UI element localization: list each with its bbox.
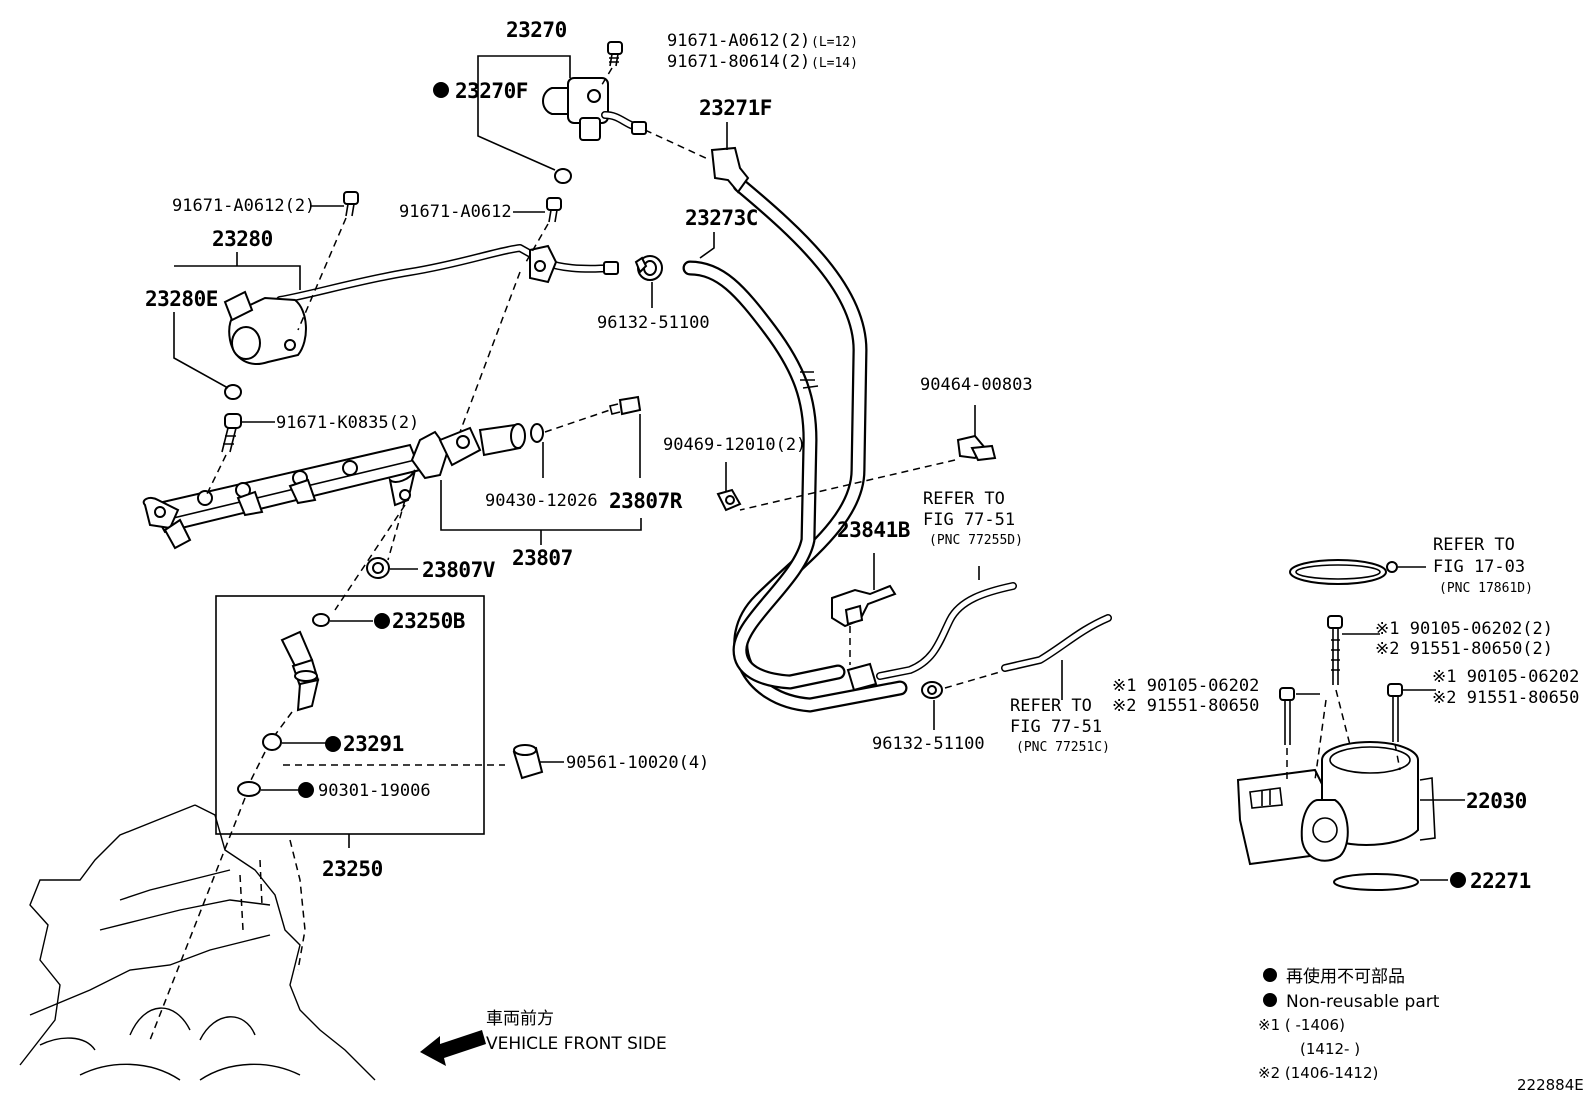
insulator-23291 (262, 733, 282, 751)
legend-non-reusable-en: Non-reusable part (1286, 992, 1440, 1012)
label-l12: (L=12) (811, 35, 858, 50)
o-ring-90301-19006 (237, 781, 261, 797)
label-91671-k0835-2: 91671-K0835(2) (276, 413, 419, 433)
label-refer3-c: (PNC 77251C) (1016, 740, 1110, 755)
label-96132-51100-top: 96132-51100 (597, 313, 710, 333)
legend-note1-b: (1412- ) (1300, 1040, 1360, 1058)
clamp-90469-12010 (716, 488, 742, 512)
bolt-91671-a0612-top (607, 41, 623, 67)
label-23271f: 23271F (699, 96, 772, 120)
label-23270f: 23270F (455, 79, 528, 103)
gasket-22271 (1333, 873, 1419, 891)
label-23291: 23291 (343, 732, 404, 756)
label-91551-80650-left: ※2 91551-80650 (1112, 696, 1259, 716)
label-refer1-a: REFER TO (923, 489, 1005, 509)
direction-en: VEHICLE FRONT SIDE (486, 1034, 667, 1054)
label-90105-06202-left: ※1 90105-06202 (1112, 676, 1259, 696)
direction-jp: 車両前方 (486, 1009, 554, 1029)
label-90105-06202-2: ※1 90105-06202(2) (1375, 619, 1553, 639)
spacer-23807v (366, 557, 390, 579)
bolt-throttle-center (1327, 615, 1343, 685)
o-ring-23250b (312, 613, 330, 627)
legend-note2: ※2 (1406-1412) (1258, 1064, 1378, 1082)
label-23280e: 23280E (145, 287, 218, 311)
label-22030: 22030 (1466, 789, 1527, 813)
gasket-refer-17-03 (1289, 559, 1398, 585)
label-23273c: 23273C (685, 206, 758, 230)
bolt-throttle-left (1279, 687, 1295, 745)
label-91671-a0612-2-left: 91671-A0612(2) (172, 196, 315, 216)
label-23280: 23280 (212, 227, 273, 251)
pressure-regulator-23270 (542, 77, 647, 141)
label-refer1-b: FIG 77-51 (923, 510, 1015, 530)
injector-kit-box (215, 595, 485, 835)
clamp-grommet-bottom (846, 662, 878, 692)
plug-23807r (609, 395, 642, 416)
label-90301-19006: 90301-19006 (318, 781, 431, 801)
label-90430-12026: 90430-12026 (485, 491, 598, 511)
label-23807: 23807 (512, 546, 573, 570)
connector-23271f (710, 146, 750, 194)
legend-note1-a: ※1 ( -1406) (1258, 1016, 1345, 1034)
clamp-23841b (831, 584, 897, 628)
label-refer2-a: REFER TO (1433, 535, 1515, 555)
clamp-96132-51100-bottom (921, 681, 943, 699)
clip-90464-00803 (956, 434, 997, 462)
legend: 再使用不可部品 Non-reusable part ※1 ( -1406) (1… (1258, 966, 1440, 1082)
label-90464-00803: 90464-00803 (920, 375, 1033, 395)
direction-text: 車両前方 VEHICLE FRONT SIDE (486, 1009, 667, 1054)
bolt-91671-a0612-left (343, 191, 359, 217)
label-91671-a0612-2-top: 91671-A0612(2) (667, 31, 810, 51)
label-96132-51100-bottom: 96132-51100 (872, 734, 985, 754)
injector-23250 (280, 630, 320, 712)
o-ring-23280e (224, 384, 242, 400)
part-labels: 23270 23270F 91671-A0612(2) (L=12) 91671… (145, 18, 1579, 893)
label-refer2-c: (PNC 17861D) (1439, 581, 1533, 596)
pulsation-damper-23280 (223, 244, 619, 365)
vehicle-front-arrow-icon (420, 1030, 486, 1066)
label-refer2-b: FIG 17-03 (1433, 557, 1525, 577)
label-23250: 23250 (322, 857, 383, 881)
figure-id: 222884E (1517, 1076, 1584, 1094)
label-23270: 23270 (506, 18, 567, 42)
fuel-hose-23273c (682, 177, 908, 713)
label-23841b: 23841B (837, 518, 910, 542)
grommet-90561-10020 (512, 744, 544, 780)
label-refer3-a: REFER TO (1010, 696, 1092, 716)
pipe-refer-77251c (1001, 614, 1112, 672)
fuel-rail-23807 (142, 423, 526, 550)
label-91671-80614-2: 91671-80614(2) (667, 52, 810, 72)
label-90561-10020-4: 90561-10020(4) (566, 753, 709, 773)
label-91551-80650-2: ※2 91551-80650(2) (1375, 639, 1553, 659)
bolt-91671-a0612-mid (546, 197, 562, 223)
label-l14: (L=14) (811, 56, 858, 71)
label-90469-12010-2: 90469-12010(2) (663, 435, 806, 455)
label-23250b: 23250B (392, 609, 465, 633)
pipe-refer-77255d (876, 582, 1017, 680)
label-91551-80650-right: ※2 91551-80650 (1432, 688, 1579, 708)
bolt-91671-k0835 (221, 413, 242, 453)
throttle-body-22030 (1236, 741, 1436, 866)
label-refer3-b: FIG 77-51 (1010, 717, 1102, 737)
gasket-90430-12026 (530, 423, 544, 443)
clamp-96132-51100-top (634, 255, 663, 281)
bolt-throttle-right (1387, 683, 1403, 742)
label-23807r: 23807R (609, 489, 683, 513)
label-refer1-c: (PNC 77255D) (929, 533, 1023, 548)
o-ring-23270f (554, 168, 572, 184)
label-91671-a0612: 91671-A0612 (399, 202, 512, 222)
label-90105-06202-right: ※1 90105-06202 (1432, 667, 1579, 687)
label-22271: 22271 (1470, 869, 1531, 893)
engine-outline (19, 804, 376, 1081)
legend-non-reusable-jp: 再使用不可部品 (1286, 966, 1405, 987)
label-23807v: 23807V (422, 558, 496, 582)
